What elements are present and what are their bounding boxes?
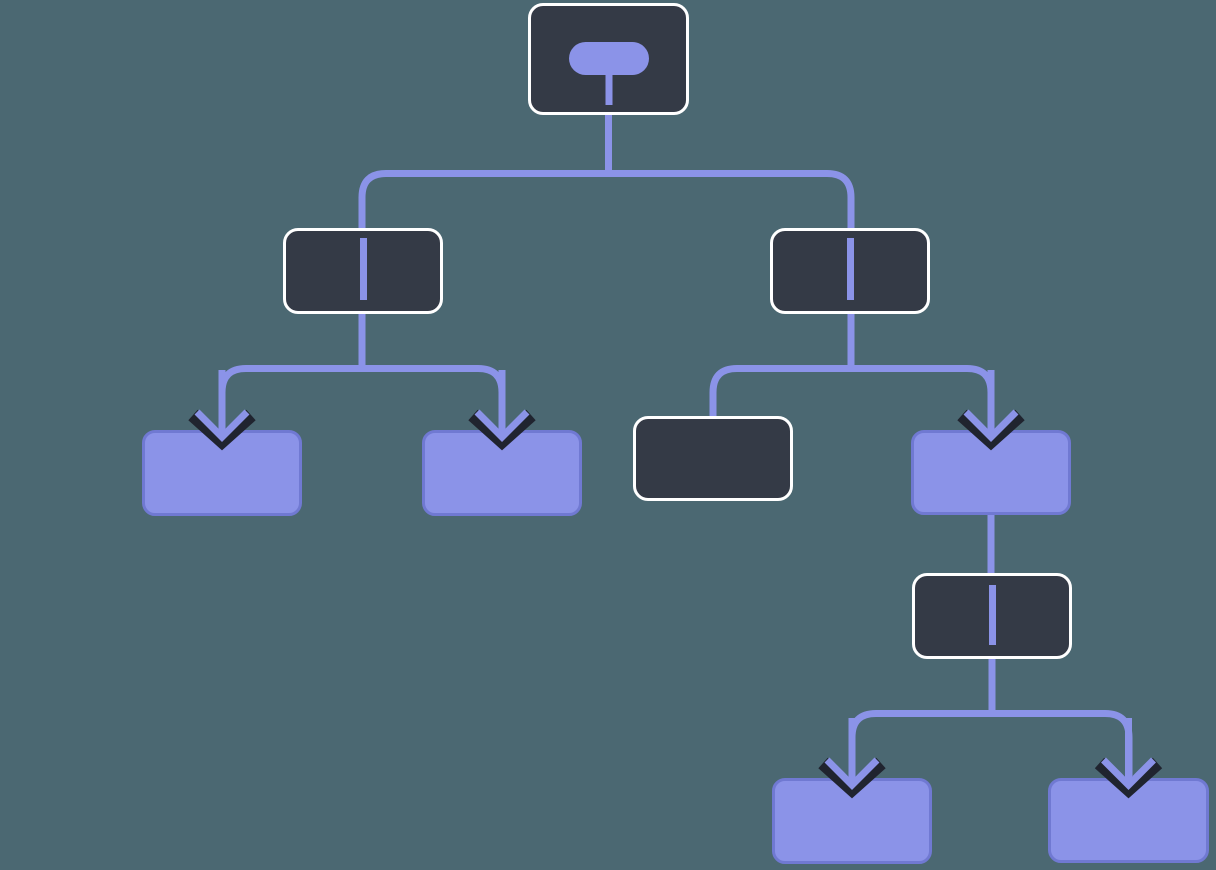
node-leaf-a[interactable] xyxy=(142,430,302,516)
pass-line-icon xyxy=(359,238,367,300)
pass-line-icon xyxy=(846,238,854,300)
node-junction[interactable] xyxy=(912,573,1072,659)
node-branch-right[interactable] xyxy=(770,228,930,314)
node-leaf-b[interactable] xyxy=(422,430,582,516)
pass-line-short-icon xyxy=(988,585,996,645)
node-branch-left[interactable] xyxy=(283,228,443,314)
node-leaf-d[interactable] xyxy=(772,778,932,864)
root-pill-icon xyxy=(568,42,649,75)
node-leaf-e[interactable] xyxy=(1048,778,1209,863)
node-collector[interactable] xyxy=(911,430,1071,515)
node-root[interactable] xyxy=(528,3,689,115)
edge-root-split xyxy=(358,170,855,231)
node-leaf-c[interactable] xyxy=(633,416,793,501)
